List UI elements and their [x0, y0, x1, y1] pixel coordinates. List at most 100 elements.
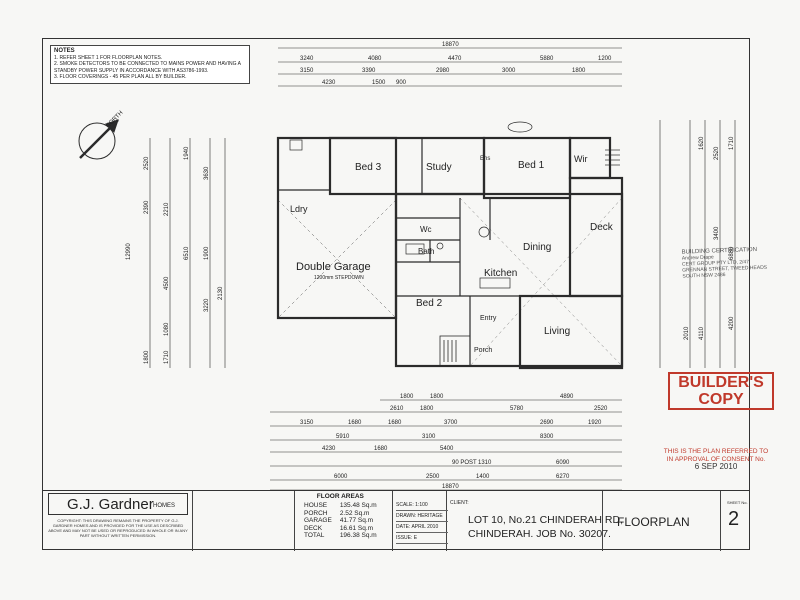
dim-text: 2500 [426, 474, 440, 480]
drawing-meta: SCALE: 1:100 DRAWN: HERITAGE DATE: APRIL… [396, 500, 448, 544]
dim-top-total: 18870 [442, 42, 459, 48]
stamp-line: COPY [698, 391, 744, 408]
dim-text: 5400 [440, 446, 454, 452]
dim-text: 1800 [400, 394, 414, 400]
dim-text: 2210 [164, 202, 170, 216]
dim-text: 6510 [184, 246, 190, 260]
porch-stairs [439, 335, 471, 367]
room-ens: Ens [480, 156, 490, 162]
deck-stairs [605, 149, 620, 166]
fixtures [289, 121, 533, 289]
approval-stamp: THIS IS THE PLAN REFERRED TO IN APPROVAL… [660, 448, 772, 471]
stamp-line: BUILDER'S [678, 374, 764, 391]
dim-text: 4890 [560, 394, 574, 400]
room-bed3: Bed 3 [355, 162, 382, 173]
dimension-lines-right [659, 120, 736, 368]
lot-line-2: CHINDERAH. JOB No. 30207. [468, 528, 611, 540]
dim-text: 4500 [164, 276, 170, 290]
dim-text: 3390 [362, 68, 376, 74]
sheet-number-label: SHEET No. [727, 500, 748, 505]
dim-text: 5780 [510, 406, 524, 412]
dim-text: 2610 [390, 406, 404, 412]
note-item: 3. FLOOR COVERINGS - 45 PER PLAN ALL BY … [54, 74, 187, 80]
garage-stepdown-label: 1200mm STEPDOWN [314, 275, 364, 281]
room-bath: Bath [418, 247, 434, 256]
dimension-text-left: 2520 1940 3630 2390 2210 6510 1900 2130 … [126, 146, 224, 364]
dim-text: 1200 [598, 56, 612, 62]
dim-text: 8300 [540, 434, 554, 440]
approval-note: THIS IS THE PLAN REFERRED TO IN APPROVAL… [663, 448, 769, 463]
room-study: Study [426, 162, 452, 173]
tb-divider [392, 491, 393, 551]
dim-text: 1800 [420, 406, 434, 412]
dim-text: 12990 [126, 243, 132, 260]
dim-text: 3000 [502, 68, 516, 74]
certifier-details: CERT GROUP PTY LTD, 2/47 GRENNAN STREET,… [681, 259, 768, 280]
room-double-garage: Double Garage [296, 261, 371, 273]
dim-text: 4200 [729, 316, 735, 330]
dimension-lines-left [149, 138, 226, 368]
lot-line-1: LOT 10, No.21 CHINDERAH RD, [468, 514, 624, 526]
dim-text: 6000 [334, 474, 348, 480]
dim-text: 1680 [374, 446, 388, 452]
dim-text: 4110 [699, 326, 705, 340]
certifier-stamp: BUILDING CERTIFICATION Andrew Drape CERT… [681, 246, 773, 280]
dim-text: 2980 [436, 68, 450, 74]
dim-text: 90 POST [452, 460, 477, 466]
dim-text: 1800 [430, 394, 444, 400]
dim-text: 1680 [388, 420, 402, 426]
dim-text: 3150 [300, 420, 314, 426]
tb-divider [192, 491, 193, 551]
tb-divider [602, 491, 603, 551]
dim-text: 1800 [572, 68, 586, 74]
dim-text: 18870 [442, 484, 459, 490]
dim-text: 5880 [540, 56, 554, 62]
tb-divider [720, 491, 721, 551]
dim-text: 1680 [348, 420, 362, 426]
note-item: 2. SMOKE DETECTORS TO BE CONNECTED TO MA… [54, 61, 241, 74]
dim-text: 4230 [322, 80, 336, 86]
dim-text: 3100 [422, 434, 436, 440]
job-address: LOT 10, No.21 CHINDERAH RD, CHINDERAH. J… [468, 513, 623, 541]
notes-box: NOTES 1. REFER SHEET 1 FOR FLOORPLAN NOT… [50, 45, 250, 84]
dim-text: 3220 [204, 298, 210, 312]
dim-text: 1080 [164, 322, 170, 336]
dim-text: 2130 [218, 286, 224, 300]
builders-copy-stamp: BUILDER'S COPY [668, 372, 774, 410]
dimension-lines-top [278, 47, 622, 87]
north-arrow-icon [78, 119, 119, 160]
dim-text: 1940 [184, 146, 190, 160]
stamp-date: 6 SEP 2010 [694, 462, 738, 471]
drawn-label: DRAWN: HERITAGE [396, 511, 448, 522]
dim-text: 1920 [588, 420, 602, 426]
scale-label: SCALE: 1:100 [396, 500, 448, 511]
dim-text: 1620 [699, 136, 705, 150]
dim-text: 6270 [556, 474, 570, 480]
dim-text: 6090 [556, 460, 570, 466]
dim-text: 3150 [300, 68, 314, 74]
dim-text: 3630 [204, 166, 210, 180]
floor-areas-title: FLOOR AREAS [316, 493, 364, 500]
dim-text: 1310 [478, 460, 492, 466]
internal-walls [278, 138, 570, 366]
copyright-note: COPYRIGHT: THIS DRAWING REMAINS THE PROP… [48, 518, 188, 538]
dim-text: 5910 [336, 434, 350, 440]
dim-text: 1710 [729, 136, 735, 150]
dimension-text-top: 18870 3240 4080 4470 5880 1200 3150 3390… [300, 42, 612, 86]
sheet-title: FLOORPLAN [617, 515, 690, 529]
tb-divider [294, 491, 295, 551]
dim-text: 1400 [476, 474, 490, 480]
notes-title: NOTES [54, 48, 75, 54]
walls [276, 136, 624, 370]
dim-text: 4080 [368, 56, 382, 62]
date-label: DATE: APRIL 2010 [396, 522, 448, 533]
drawing-border [42, 38, 750, 550]
issue-label: ISSUE: E [396, 533, 448, 544]
